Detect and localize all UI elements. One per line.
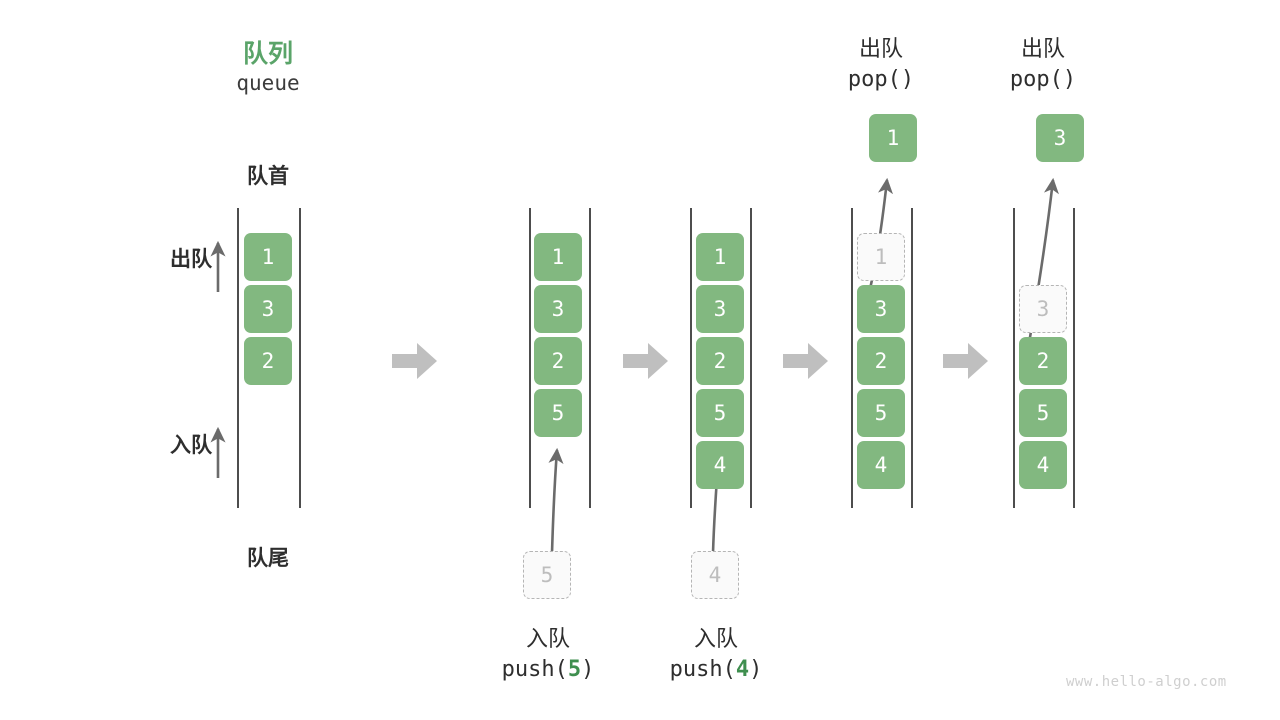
step-separator-arrow xyxy=(623,343,668,379)
queue-cell: 2 xyxy=(534,337,582,385)
pop-1-op-code: pop() xyxy=(806,67,956,92)
step-separator-arrow xyxy=(783,343,828,379)
op-code-suffix: ) xyxy=(900,67,915,92)
pop-1-op-label: 出队 xyxy=(858,36,903,61)
queue-cell: 5 xyxy=(534,389,582,437)
queue-rail-right xyxy=(589,208,591,508)
op-code-prefix: pop( xyxy=(847,67,901,92)
queue-cell: 1 xyxy=(696,233,744,281)
queue-cell: 3 xyxy=(244,285,292,333)
pending-push-cell: 5 xyxy=(523,551,571,599)
queue-rail-left xyxy=(529,208,531,508)
op-code-prefix: pop( xyxy=(1009,67,1063,92)
queue-rail-left xyxy=(237,208,239,508)
popped-cell: 1 xyxy=(869,114,917,162)
queue-cell: 4 xyxy=(857,441,905,489)
op-code-suffix: ) xyxy=(1062,67,1077,92)
rear-label: 队尾 xyxy=(247,547,289,570)
op-code-prefix: push( xyxy=(501,657,568,682)
op-code-suffix: ) xyxy=(581,657,595,682)
queue-cell: 3 xyxy=(534,285,582,333)
queue-cell: 3 xyxy=(857,285,905,333)
queue-cell: 3 xyxy=(696,285,744,333)
queue-rail-left xyxy=(1013,208,1015,508)
queue-cell: 2 xyxy=(857,337,905,385)
queue-cell: 5 xyxy=(696,389,744,437)
queue-cell: 1 xyxy=(244,233,292,281)
queue-cell: 2 xyxy=(244,337,292,385)
queue-cell: 1 xyxy=(534,233,582,281)
queue-rail-left xyxy=(690,208,692,508)
queue-rail-right xyxy=(299,208,301,508)
removed-cell: 1 xyxy=(857,233,905,281)
pop-3-op-label: 出队 xyxy=(1020,36,1065,61)
push-5-op-code: push(5) xyxy=(473,657,623,682)
push-4-op-code: push(4) xyxy=(641,657,791,682)
queue-rail-right xyxy=(750,208,752,508)
queue-cell: 4 xyxy=(696,441,744,489)
op-code-arg: 5 xyxy=(567,657,582,682)
step-separator-arrow xyxy=(392,343,437,379)
queue-rail-right xyxy=(911,208,913,508)
pending-push-cell: 4 xyxy=(691,551,739,599)
queue-cell: 5 xyxy=(857,389,905,437)
push-5-op-label: 入队 xyxy=(525,626,570,651)
op-code-suffix: ) xyxy=(749,657,763,682)
queue-cell: 5 xyxy=(1019,389,1067,437)
watermark: www.hello-algo.com xyxy=(1066,674,1227,690)
queue-cell: 2 xyxy=(1019,337,1067,385)
diagram-title-code: queue xyxy=(236,71,300,95)
dequeue-side-label: 出队 xyxy=(170,248,212,271)
push-5-arrow xyxy=(548,447,564,554)
pop-3-op-code: pop() xyxy=(968,67,1118,92)
queue-rail-right xyxy=(1073,208,1075,508)
diagram-title-cn: 队列 xyxy=(242,40,293,68)
queue-rail-left xyxy=(851,208,853,508)
removed-cell: 3 xyxy=(1019,285,1067,333)
popped-cell: 3 xyxy=(1036,114,1084,162)
step-separator-arrow xyxy=(943,343,988,379)
op-code-prefix: push( xyxy=(669,657,736,682)
front-label: 队首 xyxy=(247,165,289,188)
enqueue-side-label: 入队 xyxy=(170,434,212,457)
queue-cell: 2 xyxy=(696,337,744,385)
op-code-arg: 4 xyxy=(735,657,750,682)
queue-cell: 4 xyxy=(1019,441,1067,489)
push-4-op-label: 入队 xyxy=(693,626,738,651)
